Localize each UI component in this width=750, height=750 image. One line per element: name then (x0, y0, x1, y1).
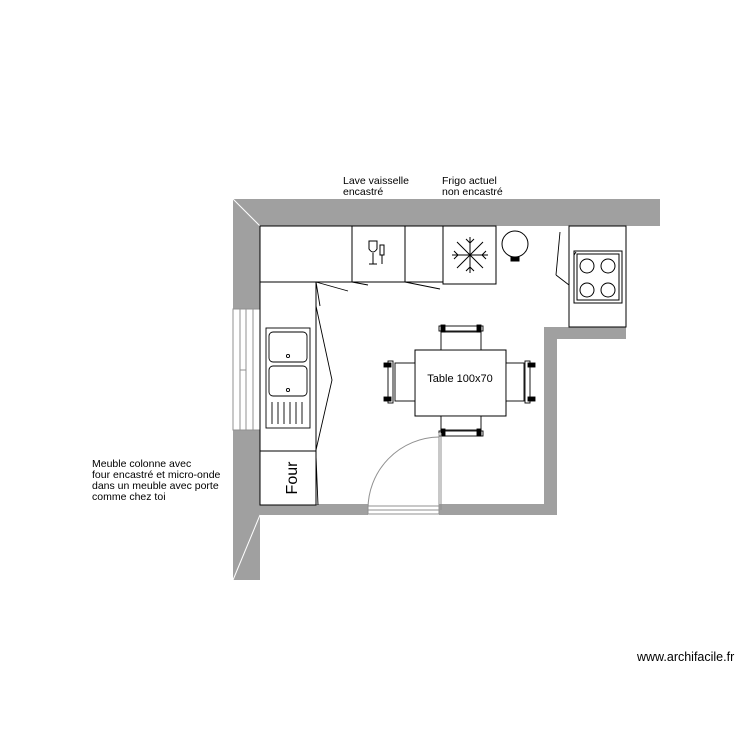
wall-right-step (544, 327, 626, 339)
chairs (383, 324, 536, 437)
column-note-line2: four encastré et micro-onde (92, 469, 221, 481)
fridge-label-line2: non encastré (442, 186, 503, 198)
chair-bottom (438, 415, 484, 437)
fridge-label: Frigo actuel non encastré (442, 176, 503, 198)
dishwasher-label-line1: Lave vaisselle (343, 175, 409, 187)
walls (233, 199, 660, 580)
dishwasher (351, 225, 406, 283)
sink (265, 327, 311, 429)
oven-label: Four (284, 461, 301, 495)
window-left (232, 308, 261, 431)
wall-bottom-right (439, 504, 557, 515)
entrance-door (367, 433, 442, 515)
wall-top (233, 199, 660, 226)
chair-top (438, 324, 484, 351)
wall-diagonals (232, 198, 261, 581)
oven-column (259, 450, 317, 506)
wall-bottom-left (260, 504, 368, 515)
dishwasher-label-line2: encastré (343, 186, 384, 198)
table (414, 349, 507, 417)
table-label: Table 100x70 (427, 373, 492, 385)
cooktop-cabinet (568, 225, 627, 328)
chair-left (383, 360, 416, 404)
cabinet-small (404, 225, 444, 283)
dishwasher-label: Lave vaisselle encastré (343, 176, 409, 198)
column-note-line1: Meuble colonne avec (92, 458, 192, 470)
snowflake-icon (452, 237, 488, 273)
wall-left-upper (233, 199, 260, 309)
wall-left-lower (233, 430, 260, 580)
fridge-label-line1: Frigo actuel (442, 175, 497, 187)
chair-right (505, 360, 536, 404)
round-bin (501, 230, 529, 262)
column-note-line3: dans un meuble avec porte (92, 480, 219, 492)
wall-right (544, 327, 557, 515)
watermark[interactable]: www.archifacile.fr (637, 650, 735, 664)
column-cabinet-note: Meuble colonne avec four encastré et mic… (92, 459, 220, 503)
column-note-line4: comme chez toi (92, 491, 166, 503)
